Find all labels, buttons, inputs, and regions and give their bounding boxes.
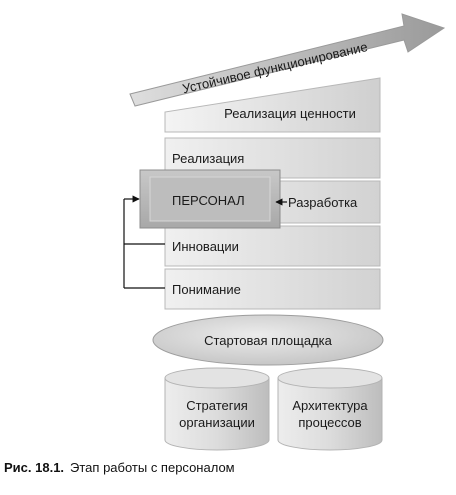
cylinder-architecture: Архитектура процессов [277,367,383,451]
cylinder-architecture-line1: Архитектура [292,398,368,413]
sustainability-arrow: Устойчивое функционирование [129,13,446,107]
figure-caption: Рис. 18.1. Этап работы с персоналом [4,460,235,475]
launchpad-label: Стартовая площадка [204,333,333,348]
layer-development-label: Разработка [288,195,358,210]
layer-innovation-label: Инновации [172,239,239,254]
layer-value: Реализация ценности [164,77,381,133]
layer-understanding: Понимание [164,268,381,310]
feedback-connector [123,195,165,289]
layer-value-label: Реализация ценности [224,106,356,121]
personnel-label: ПЕРСОНАЛ [172,193,245,208]
layer-realization-label: Реализация [172,151,244,166]
layer-innovation: Инновации [164,225,381,267]
cylinder-strategy-line2: организации [179,415,255,430]
cylinder-strategy-line1: Стратегия [186,398,248,413]
cylinder-strategy: Стратегия организации [164,367,270,451]
personnel-box: ПЕРСОНАЛ [139,169,281,229]
layer-understanding-label: Понимание [172,282,241,297]
launchpad: Стартовая площадка [152,314,384,366]
cylinder-architecture-line2: процессов [298,415,361,430]
caption-text: Этап работы с персоналом [70,460,235,475]
caption-label: Рис. 18.1. [4,460,65,475]
